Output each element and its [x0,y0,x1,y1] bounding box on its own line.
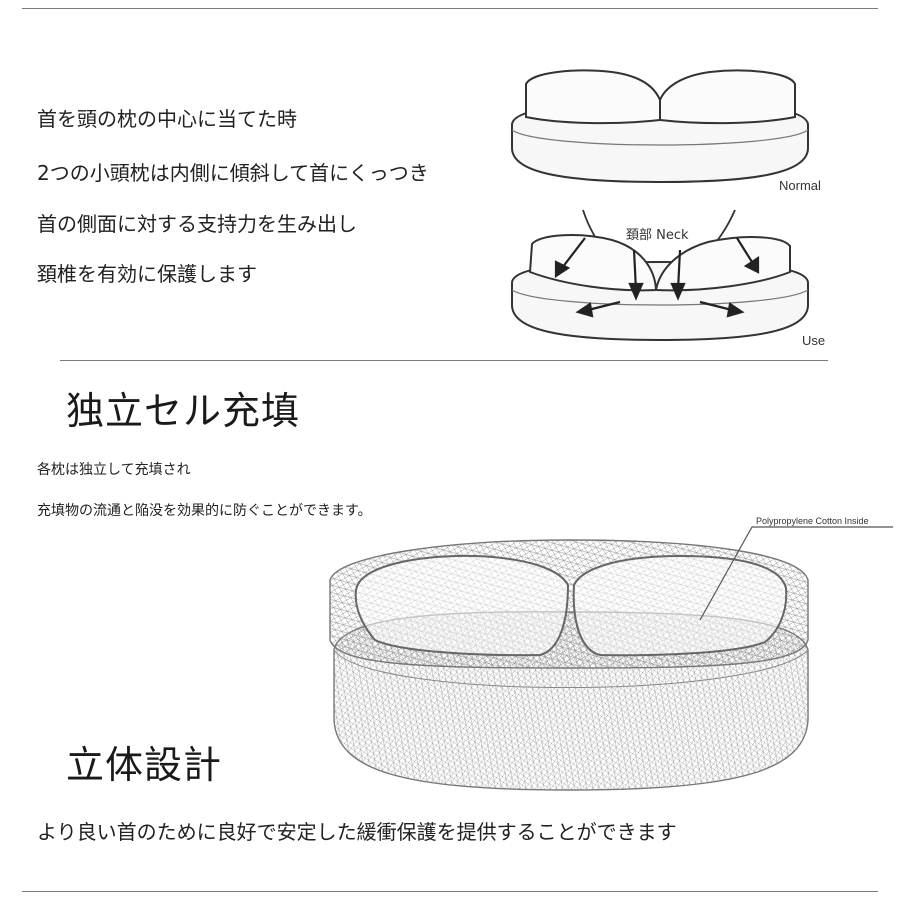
section-divider [60,360,828,361]
design-section-heading: 立体設計 [66,743,223,787]
neck-label: 頚部 Neck [626,228,689,243]
top-divider [22,8,878,9]
intro-line-1: 首を頭の枕の中心に当てた時 [37,107,297,131]
cell-line-2: 充填物の流通と陥没を効果的に防ぐことができます。 [37,503,372,519]
use-label: Use [802,333,826,348]
cell-line-1: 各枕は独立して充填され [37,462,191,478]
normal-label: Normal [779,178,821,193]
intro-line-4: 頚椎を有効に保護します [37,262,257,286]
bottom-divider [22,891,878,892]
callout-leader [699,526,893,621]
callout-label: Polypropylene Cotton Inside [756,516,869,526]
design-line: より良い首のために良好で安定した緩衝保護を提供することができます [37,820,677,844]
cell-section-heading: 独立セル充填 [66,389,301,433]
intro-line-2: 2つの小頭枕は内側に傾斜して首にくっつき [37,161,429,185]
intro-line-3: 首の側面に対する支持力を生み出し [37,212,357,236]
